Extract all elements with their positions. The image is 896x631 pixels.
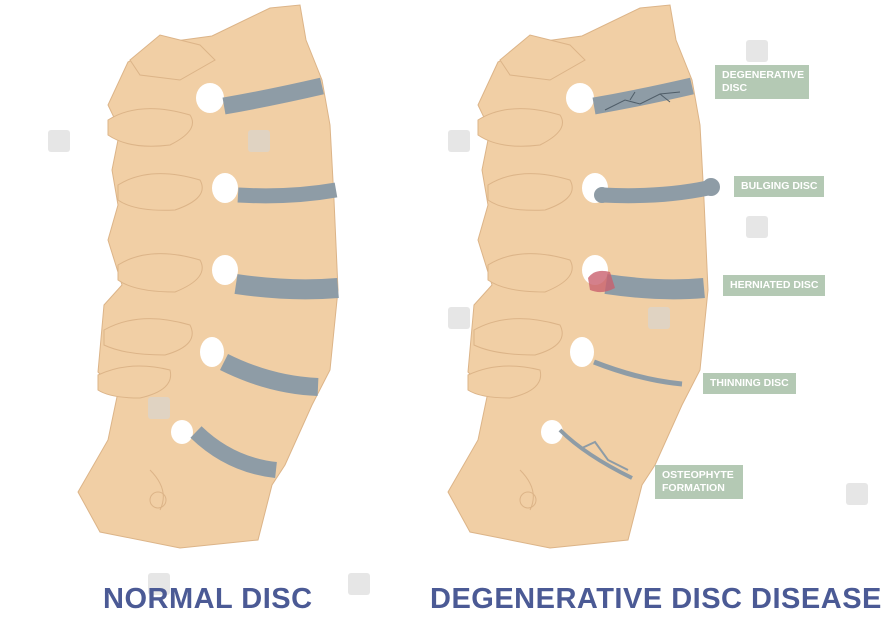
degenerative-disc [592,77,694,115]
label-degenerative-disc: DEGENERATIVE DISC [715,65,809,99]
watermark-marks [48,40,868,595]
label-bulging-disc: BULGING DISC [734,176,825,197]
herniation [588,270,615,293]
normal-spine [77,4,339,549]
normal-disc-2 [237,182,338,204]
title-degenerative-disc-disease: DEGENERATIVE DISC DISEASE [430,583,882,615]
normal-disc-3 [234,274,339,300]
thinning-disc [593,359,683,387]
normal-disc-4 [219,353,319,396]
normal-disc-1 [222,77,324,115]
normal-disc-5 [190,426,278,478]
title-normal-disc: NORMAL DISC [103,583,313,615]
label-herniated-disc: HERNIATED DISC [723,275,826,296]
herniated-disc [604,274,705,300]
degenerative-spine [447,4,720,549]
label-osteophyte-formation: OSTEOPHYTE FORMATION [655,465,743,499]
bulging-disc [594,180,716,204]
label-thinning-disc: THINNING DISC [703,373,796,394]
